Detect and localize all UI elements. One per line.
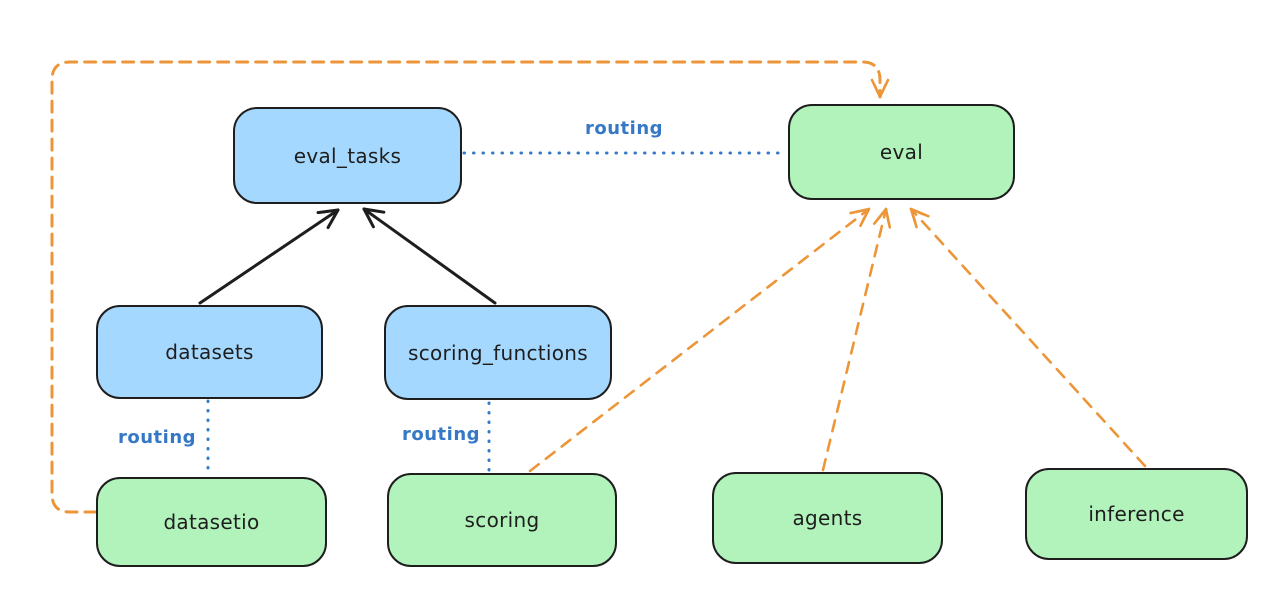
node-eval: eval [788,104,1015,200]
node-eval-label: eval [879,140,924,164]
node-agents-label: agents [792,506,863,530]
node-datasetio-label: datasetio [163,510,260,534]
node-eval-tasks: eval_tasks [233,107,462,204]
node-inference-label: inference [1088,502,1185,526]
edge-datasets-to-eval-tasks [198,208,340,305]
node-scoring: scoring [387,473,617,567]
node-datasetio: datasetio [96,477,327,567]
node-scoring-label: scoring [464,508,540,532]
node-inference: inference [1025,468,1248,560]
node-scoring-functions: scoring_functions [384,305,612,400]
edge-agents-to-eval [821,207,892,472]
edge-label-routing-eval-tasks-eval: routing [585,118,664,139]
node-eval-tasks-label: eval_tasks [293,143,402,168]
node-datasets: datasets [96,305,323,399]
edge-scoring-functions-to-eval-tasks [362,207,497,305]
node-datasets-label: datasets [165,340,254,364]
edge-label-routing-datasets-datasetio: routing [118,427,197,448]
edge-inference-to-eval [909,207,1147,468]
edge-label-routing-scoring-functions-scoring: routing [402,424,481,445]
node-scoring-functions-label: scoring_functions [407,340,589,365]
node-agents: agents [712,472,943,564]
